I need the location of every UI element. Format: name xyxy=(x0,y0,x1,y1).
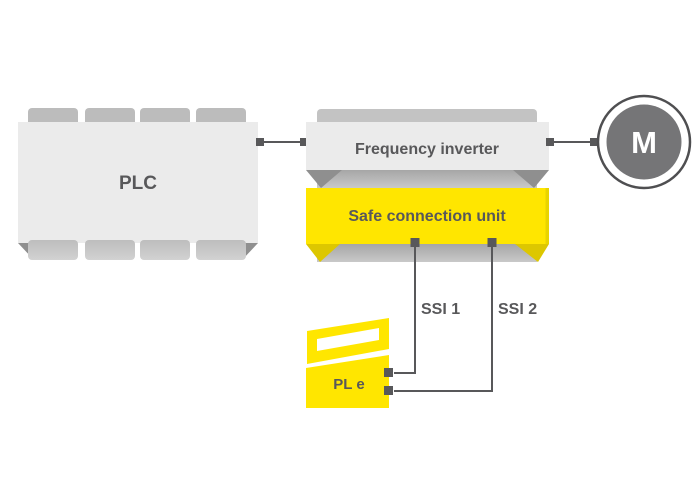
plc-connector-tab xyxy=(196,108,246,126)
motor-inner-circle xyxy=(606,104,682,180)
ssi2-wire xyxy=(394,247,493,392)
encoder-label: PL e xyxy=(333,376,364,393)
plc-block: PLC xyxy=(18,108,258,260)
ssi1-terminal xyxy=(410,238,420,247)
safe-unit-corner-fold xyxy=(306,244,340,262)
ssi1-wire xyxy=(394,247,416,374)
plc-label: PLC xyxy=(119,173,157,194)
wire-terminal xyxy=(256,138,264,146)
safe-unit-bottom-band xyxy=(317,244,537,262)
plc-connector-tab xyxy=(140,108,190,126)
wire-inverter-to-motor xyxy=(546,138,598,146)
ssi-wires: SSI 1 SSI 2 xyxy=(394,247,537,392)
inverter-bottom-band xyxy=(317,170,537,188)
motor-symbol: M xyxy=(596,94,692,190)
encoder-terminal xyxy=(384,368,393,377)
wire-terminal xyxy=(300,138,308,146)
safe-connection-unit-label: Safe connection unit xyxy=(348,208,506,225)
plc-connector-tab xyxy=(85,108,135,126)
inverter-corner-fold xyxy=(513,170,549,188)
wire-plc-to-inverter xyxy=(256,138,308,146)
motor-label: M xyxy=(631,125,657,160)
ssi2-label: SSI 2 xyxy=(498,301,537,318)
wire-terminal xyxy=(590,138,598,146)
inverter-corner-fold xyxy=(306,170,342,188)
plc-body xyxy=(18,122,258,243)
plc-connector-tab xyxy=(85,240,135,260)
encoder-body xyxy=(306,355,389,408)
plc-connector-tab xyxy=(196,240,246,260)
safe-unit-corner-fold xyxy=(515,244,549,262)
frequency-inverter-block: Frequency inverter xyxy=(306,109,549,188)
ssi1-label: SSI 1 xyxy=(421,301,460,318)
safe-unit-edge-shade xyxy=(545,188,549,244)
inverter-top-tab xyxy=(317,109,537,126)
wire-terminal xyxy=(546,138,554,146)
ssi2-terminal xyxy=(487,238,497,247)
encoder-window xyxy=(317,328,379,351)
safe-unit-body xyxy=(306,188,549,244)
encoder-terminal xyxy=(384,386,393,395)
plc-connector-tab xyxy=(28,108,78,126)
safe-connection-unit-block: Safe connection unit xyxy=(306,188,549,262)
plc-connector-tab xyxy=(28,240,78,260)
frequency-inverter-label: Frequency inverter xyxy=(355,141,499,158)
encoder-ple-block: PL e xyxy=(306,318,393,408)
plc-connector-tab xyxy=(140,240,190,260)
inverter-body xyxy=(306,122,549,170)
